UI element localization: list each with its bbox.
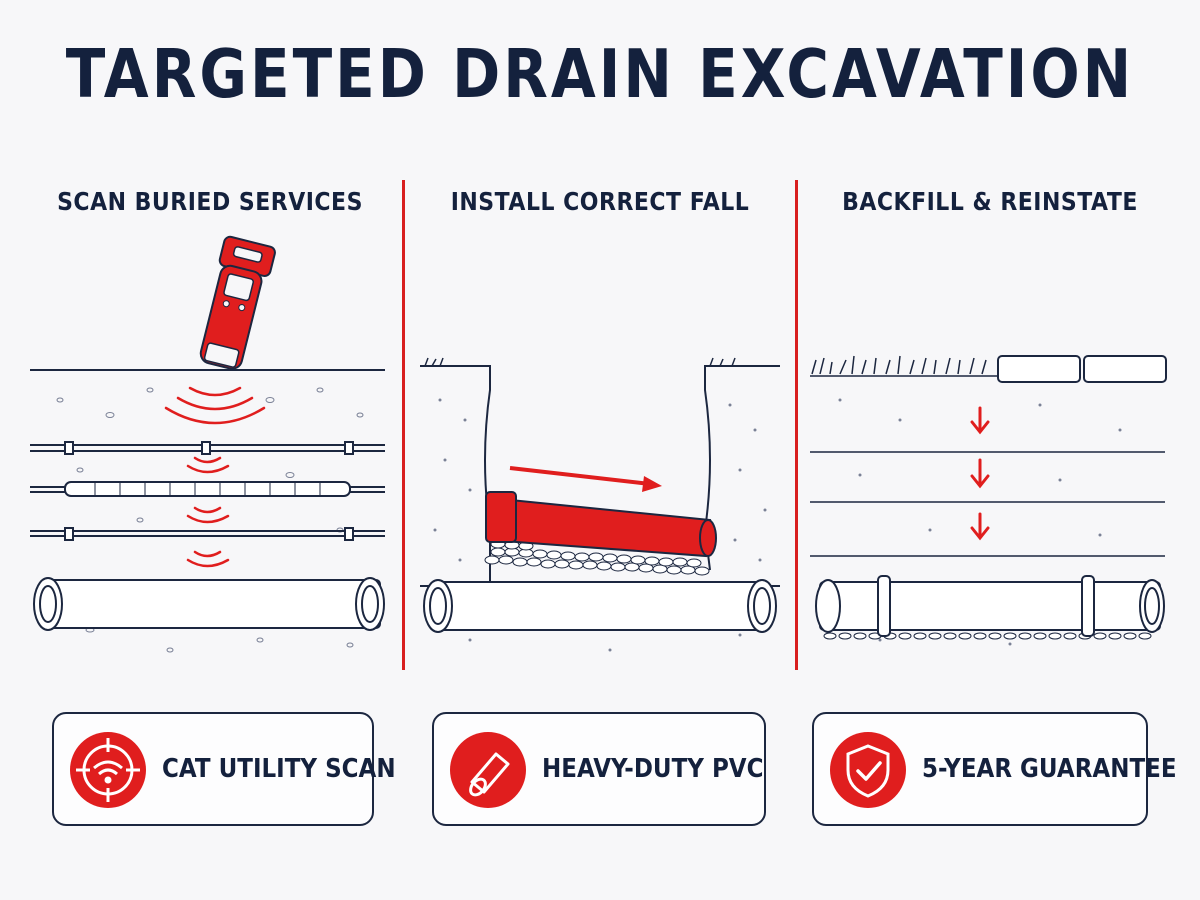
panel-title: SCAN BURIED SERVICES — [57, 188, 363, 217]
install-illustration — [420, 357, 780, 652]
panel-divider — [402, 180, 405, 670]
badge-label: 5-YEAR GUARANTEE — [922, 754, 1177, 784]
badge-label: HEAVY-DUTY PVC — [542, 754, 764, 784]
badge-utility-scan: CAT UTILITY SCAN — [52, 712, 396, 826]
panel-title: INSTALL CORRECT FALL — [450, 188, 750, 217]
badge-guarantee: 5-YEAR GUARANTEE — [812, 712, 1177, 826]
shield-check-icon — [830, 732, 906, 808]
panel-divider — [795, 180, 798, 670]
page-title: TARGETED DRAIN EXCAVATION — [65, 34, 1135, 114]
panel-install: INSTALL CORRECT FALL — [410, 188, 790, 670]
backfill-illustration — [810, 355, 1167, 646]
pipe-icon — [450, 732, 526, 808]
cat-scanner-icon — [199, 235, 276, 370]
badge-label: CAT UTILITY SCAN — [162, 754, 396, 784]
target-scan-icon — [70, 732, 146, 808]
scan-illustration — [30, 235, 385, 653]
panel-scan: SCAN BURIED SERVICES — [20, 188, 400, 670]
panel-title: BACKFILL & REINSTATE — [842, 188, 1138, 217]
badge-heavy-duty-pvc: HEAVY-DUTY PVC — [432, 712, 766, 826]
panel-backfill: BACKFILL & REINSTATE — [800, 188, 1180, 670]
